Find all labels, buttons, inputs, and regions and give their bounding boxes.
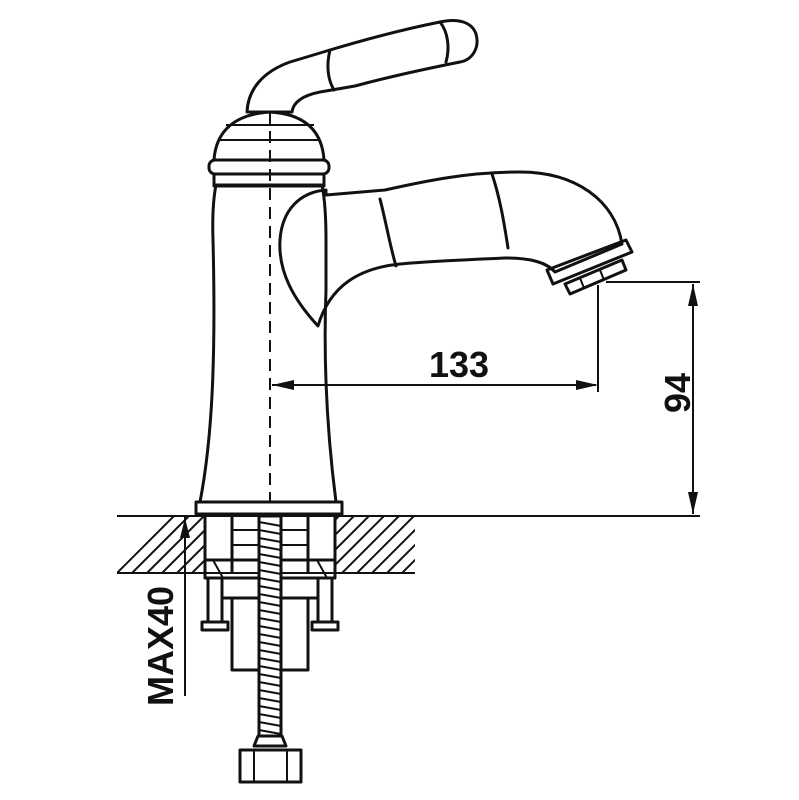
left-bolt-head <box>200 620 230 632</box>
deck-arrow <box>180 518 190 538</box>
reach-value: 133 <box>429 344 489 385</box>
right-bolt <box>316 576 334 624</box>
aerator-tip <box>563 258 628 296</box>
reach-arrow-left <box>272 380 294 390</box>
spout <box>278 170 634 328</box>
dimension-spout-height: 94 <box>336 281 700 517</box>
lever-handle <box>245 19 479 114</box>
right-bolt-head <box>310 620 340 632</box>
stud-threads <box>258 521 282 735</box>
deck-value: MAX40 <box>140 586 181 706</box>
height-arrow-top <box>688 284 698 306</box>
handle-joint <box>326 48 336 92</box>
base-flange <box>194 500 344 516</box>
height-arrow-bottom <box>688 492 698 514</box>
left-bolt <box>206 576 224 624</box>
spout-body <box>278 170 624 328</box>
washer-details <box>212 559 328 579</box>
aerator-details <box>579 269 605 289</box>
hose-nut-facets <box>253 750 288 782</box>
hose-connector-neck <box>252 734 288 748</box>
spout-joint-2 <box>490 172 510 250</box>
height-value: 94 <box>657 373 698 413</box>
dimension-spout-reach: 133 <box>272 285 599 392</box>
handle-lever <box>245 19 479 114</box>
hose-connector-nut <box>238 748 303 784</box>
dimension-max-deck: MAX40 <box>140 516 190 706</box>
mounting-hardware <box>200 514 340 784</box>
sleeve-rings <box>232 529 308 546</box>
reach-arrow-right <box>576 380 598 390</box>
aerator-ring <box>545 238 634 286</box>
body-column <box>198 183 338 504</box>
spout-joint-1 <box>378 197 398 268</box>
handle-tip-joint <box>438 20 450 64</box>
